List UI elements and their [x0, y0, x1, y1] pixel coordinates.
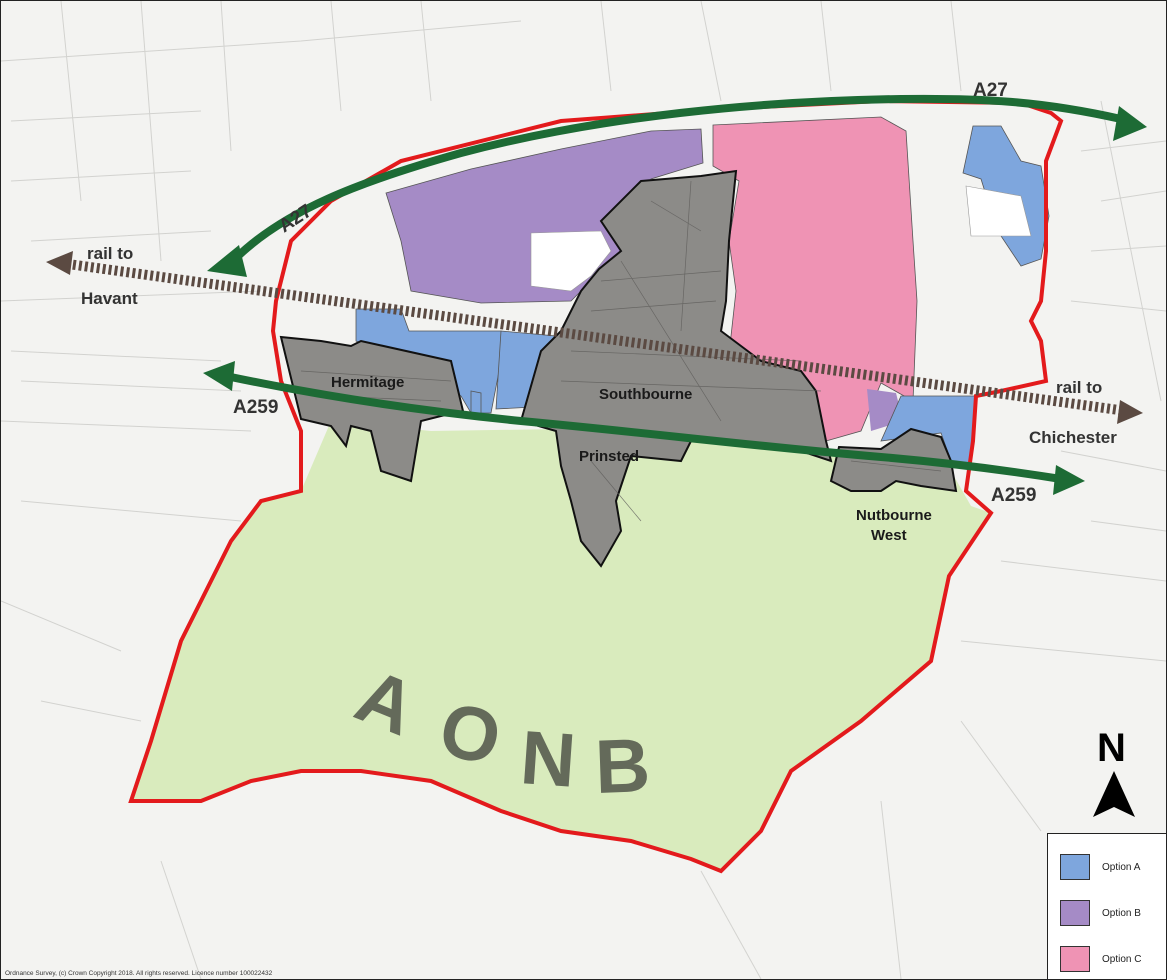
label-nutbourne-2: West [871, 527, 907, 544]
legend-item-option-a: Option A [1060, 854, 1140, 880]
a259-road [203, 361, 1085, 495]
legend-swatch-option-b [1060, 900, 1090, 926]
parish-boundary [128, 98, 1064, 874]
label-a259-east: A259 [991, 485, 1036, 506]
legend-item-option-c: Option C [1060, 946, 1141, 972]
label-rail-west-2: Havant [81, 289, 138, 308]
legend-label-option-a: Option A [1102, 861, 1141, 873]
a259-arrow-west [203, 361, 235, 391]
legend-label-option-c: Option C [1102, 953, 1142, 965]
rail-arrow-west [46, 251, 73, 275]
copyright-notice: Ordnance Survey, (c) Crown Copyright 201… [5, 970, 273, 977]
label-prinsted: Prinsted [579, 448, 639, 465]
rail-arrow-east [1117, 400, 1143, 424]
legend: Option A Option B Option C [1047, 833, 1166, 979]
label-rail-west-1: rail to [87, 244, 133, 263]
label-rail-east-2: Chichester [1029, 428, 1117, 447]
white-parcels [530, 185, 1032, 292]
aonb-area [131, 421, 991, 871]
label-a259-west: A259 [233, 397, 278, 418]
legend-swatch-option-c [1060, 946, 1090, 972]
aonb-letter-b: B [594, 723, 652, 810]
rail-line [46, 251, 1143, 424]
a27-road [207, 94, 1147, 277]
label-hermitage: Hermitage [331, 374, 404, 391]
label-rail-east-1: rail to [1056, 378, 1102, 397]
label-nutbourne-1: Nutbourne [856, 507, 932, 524]
north-label: N [1097, 726, 1126, 770]
a27-arrow-west [207, 245, 247, 277]
north-arrow-icon [1093, 771, 1135, 817]
label-southbourne: Southbourne [599, 386, 692, 403]
legend-swatch-option-a [1060, 854, 1090, 880]
a27-arrow-east [1113, 106, 1147, 141]
legend-label-option-b: Option B [1102, 907, 1141, 919]
legend-item-option-b: Option B [1060, 900, 1141, 926]
label-a27-east: A27 [973, 80, 1008, 101]
north-arrow: N [1089, 725, 1139, 825]
a259-arrow-east [1053, 465, 1085, 495]
aonb-letter-n: N [518, 715, 579, 804]
